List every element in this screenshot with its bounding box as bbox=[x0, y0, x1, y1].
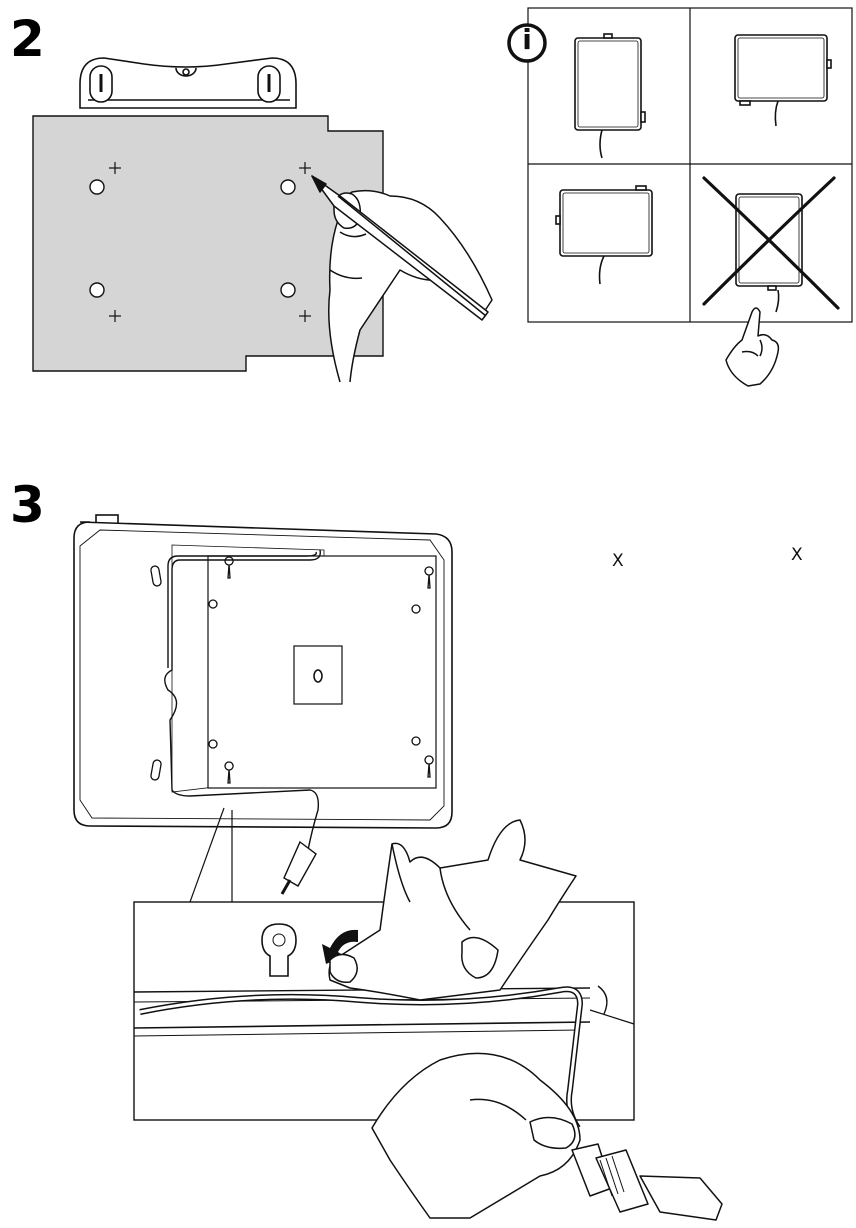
step-number-2: 2 bbox=[10, 10, 45, 68]
template-holes bbox=[89, 179, 296, 298]
cable-routing bbox=[164, 549, 321, 895]
info-icon-letter: i bbox=[522, 23, 532, 56]
drilling-template bbox=[32, 115, 384, 372]
device-mount-holes bbox=[150, 556, 434, 784]
device-back-panel bbox=[73, 514, 453, 829]
push-arrow-icon bbox=[322, 929, 358, 964]
wall-bracket bbox=[79, 57, 297, 109]
prohibited-cross-icon bbox=[702, 176, 840, 310]
hand-with-pencil bbox=[311, 175, 493, 383]
device-portrait bbox=[574, 33, 646, 159]
device-landscape-left bbox=[555, 185, 653, 285]
info-icon bbox=[507, 23, 547, 63]
zoom-callout bbox=[133, 901, 635, 1130]
hand-holding-plug bbox=[371, 1052, 723, 1221]
hand-pressing-cable bbox=[328, 819, 577, 1001]
device-landscape-right bbox=[734, 34, 832, 127]
step-number-3: 3 bbox=[10, 476, 45, 534]
crosshair-marks bbox=[109, 162, 311, 322]
pointing-hand-icon bbox=[725, 307, 780, 387]
marker-x-right: X bbox=[791, 545, 803, 565]
marker-x-left: X bbox=[612, 551, 624, 571]
callout-leader bbox=[189, 807, 233, 903]
